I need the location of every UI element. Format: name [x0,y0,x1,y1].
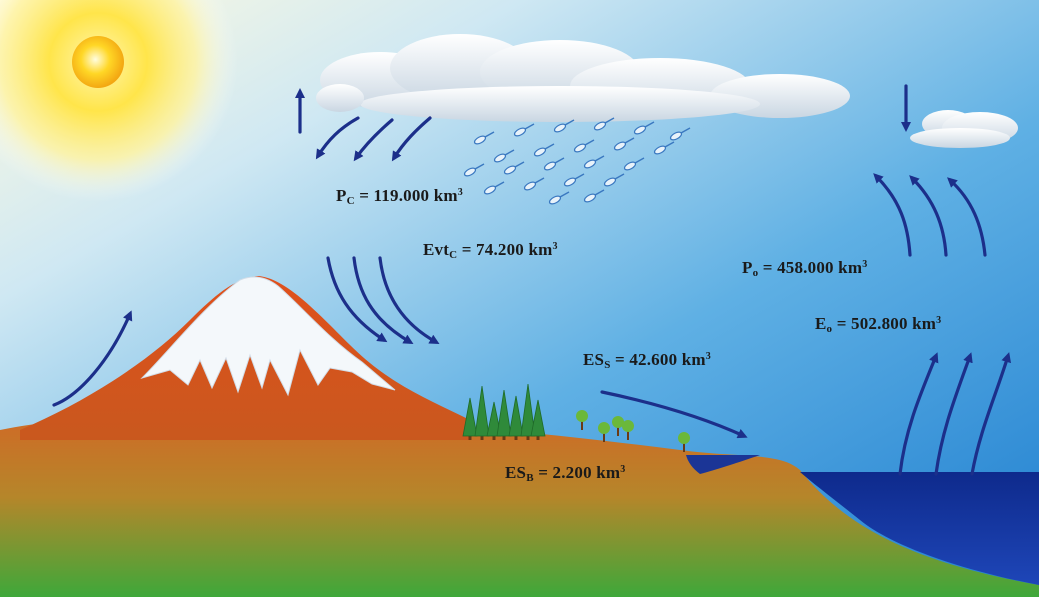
rain-streak [614,173,625,180]
conifer-tree-icon [486,401,502,437]
flow-arrow-icon [934,352,973,476]
tree-trunk [617,424,619,436]
tree-trunk [627,428,629,440]
flow-arrow-icon [378,256,440,344]
conifer-tree-icon [520,383,536,437]
rain-streak [559,191,570,198]
label-po: Po = 458.000 km3 [742,258,868,279]
rain-streak [544,143,555,150]
leafy-tree-icon [678,432,690,444]
tree-trunk [683,440,685,452]
flow-arrow-icon [898,352,939,476]
rain-streak [554,157,565,164]
conifer-tree-icon [496,389,512,437]
label-pc: PC = 119.000 km3 [336,186,463,207]
conifer-tree-icon [530,399,546,437]
flow-arrow-icon [970,352,1012,476]
flow-arrow-icon [352,256,414,345]
label-eo: Eo = 502.800 km3 [815,314,942,335]
rain-streak [584,139,595,146]
tree-trunk [502,434,506,440]
flow-arrow-icon [391,116,432,162]
flow-arrow-icon [909,175,948,257]
leafy-tree-icon [576,410,588,422]
tree-trunk [581,418,583,430]
flow-arrow-icon [326,256,388,343]
rain-streak [604,117,615,124]
rain-streak [514,161,525,168]
cloud-icon [316,34,850,122]
rain-streak [680,127,691,134]
arrow-icon [52,84,1012,476]
cloud-icon [910,110,1018,148]
ocean [800,472,1039,585]
rain-streak [494,181,505,188]
tree-trunk [536,434,540,440]
tree-trunk [514,434,518,440]
flow-arrow-icon [600,390,748,439]
flow-arrow-icon [315,116,360,160]
rain-streak [594,155,605,162]
rain-streak [484,131,495,138]
rain-streak [564,119,575,126]
conifer-tree-icon [508,395,524,437]
rain-streak [644,121,655,128]
rain-streak [534,177,545,184]
flow-arrow-icon [947,177,987,257]
leafy-tree-icon [598,422,610,434]
tree-icon [462,383,690,452]
tree-trunk [492,434,496,440]
conifer-tree-icon [474,385,490,437]
rain-streak [664,141,675,148]
conifer-tree-icon [462,397,478,437]
snow-cap [140,276,396,397]
label-esb: ESB = 2.200 km3 [505,463,626,484]
rain-streak [634,157,645,164]
rain-streak [474,163,485,170]
sun-icon [0,0,238,202]
rain-streak [524,123,535,130]
tree-trunk [603,430,605,442]
flow-arrow-icon [353,118,394,162]
rain-streak [574,173,585,180]
rain-streak [504,149,515,156]
leafy-tree-icon [612,416,624,428]
tree-trunk [480,434,484,440]
tree-trunk [526,434,530,440]
rain-icon [463,117,691,205]
flow-arrow-icon [873,173,912,257]
ground [0,415,1039,597]
label-ess: ESS = 42.600 km3 [583,350,711,371]
flow-arrow-icon [52,310,133,407]
leafy-tree-icon [622,420,634,432]
label-evtc: EvtC = 74.200 km3 [423,240,558,261]
tree-trunk [468,434,472,440]
rain-streak [624,137,635,144]
lake [686,455,760,474]
rain-streak [594,189,605,196]
